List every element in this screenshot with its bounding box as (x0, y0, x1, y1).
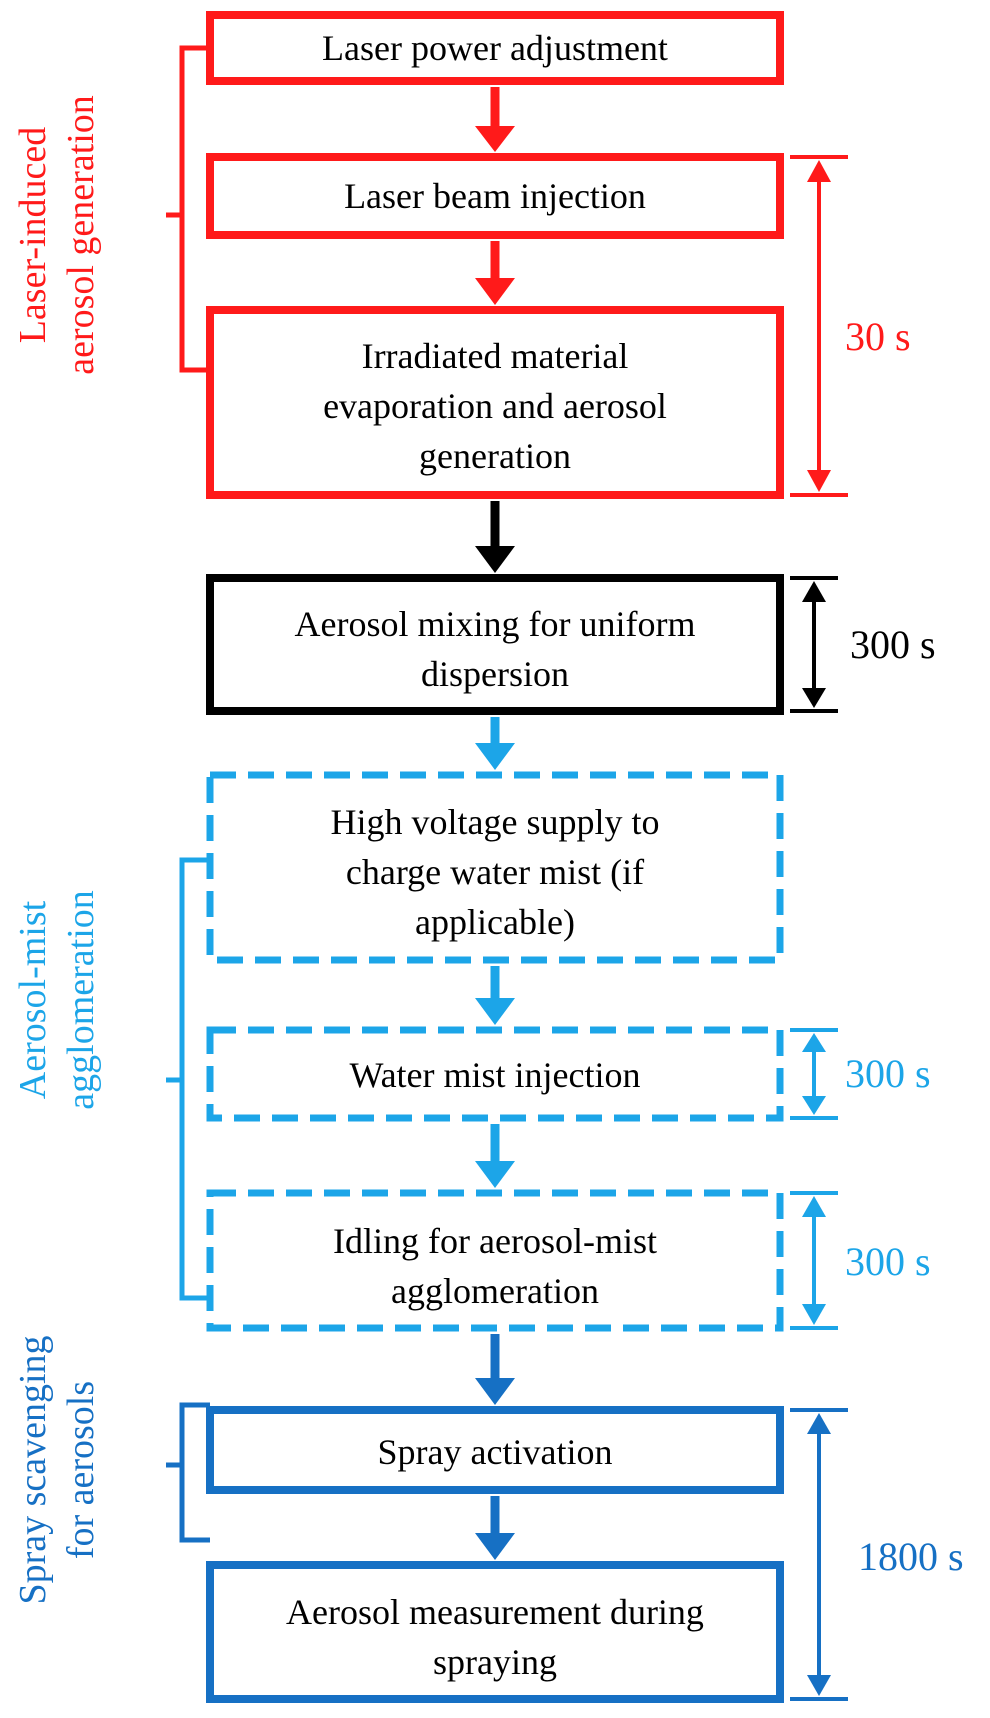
box-text-measurement-line2: spraying (433, 1642, 557, 1682)
box-text-mixing-line1: Aerosol mixing for uniform (295, 604, 696, 644)
group-bracket-agglomeration (166, 857, 210, 1301)
duration-marker-30s (790, 155, 848, 497)
flow-arrow (475, 1124, 515, 1188)
box-text-evaporation-line3: generation (419, 436, 571, 476)
duration-label-300s-mixing: 300 s (850, 622, 936, 667)
group-label-spray-line2: for aerosols (60, 1381, 102, 1559)
box-text-evaporation-line2: evaporation and aerosol (323, 386, 667, 426)
flow-arrow (475, 966, 515, 1025)
process-box-measurement (206, 1561, 784, 1703)
duration-marker-300s-mixing (790, 576, 838, 713)
duration-label-1800s: 1800 s (858, 1534, 964, 1579)
process-box-spray-activation (206, 1406, 784, 1494)
box-text-evaporation-line1: Irradiated material (362, 336, 629, 376)
box-text-high-voltage-line1: High voltage supply to (331, 802, 660, 842)
box-text-laser-power: Laser power adjustment (322, 28, 668, 68)
duration-label-300s-idling: 300 s (845, 1239, 931, 1284)
group-label-laser-line2: aerosol generation (60, 95, 102, 375)
flow-arrow (475, 241, 515, 305)
group-label-agglomeration: Aerosol-mist agglomeration (12, 890, 102, 1109)
duration-label-300s-water-mist: 300 s (845, 1051, 931, 1096)
box-text-water-mist: Water mist injection (349, 1055, 640, 1095)
process-box-laser-power (206, 11, 784, 85)
duration-marker-300s-idling (790, 1191, 838, 1330)
process-box-water-mist (206, 1026, 784, 1122)
duration-marker-1800s (790, 1408, 848, 1701)
process-box-high-voltage (206, 771, 784, 964)
group-label-laser-line1: Laser-induced (12, 127, 54, 344)
box-text-laser-beam: Laser beam injection (344, 176, 646, 216)
flow-arrow (475, 1334, 515, 1405)
process-box-mixing (206, 574, 784, 715)
group-label-laser: Laser-induced aerosol generation (12, 95, 102, 375)
box-text-idling-line1: Idling for aerosol-mist (333, 1221, 657, 1261)
flow-arrow (475, 1496, 515, 1560)
box-text-mixing-line2: dispersion (421, 654, 569, 694)
box-text-high-voltage-line3: applicable) (415, 902, 575, 942)
process-box-idling (206, 1189, 784, 1332)
group-label-agglomeration-line1: Aerosol-mist (12, 900, 54, 1099)
group-label-spray: Spray scavenging for aerosols (12, 1335, 102, 1604)
box-text-idling-line2: agglomeration (391, 1271, 599, 1311)
box-text-measurement-line1: Aerosol measurement during (286, 1592, 704, 1632)
box-text-high-voltage-line2: charge water mist (if (346, 852, 644, 892)
group-label-spray-line1: Spray scavenging (12, 1335, 54, 1604)
process-box-laser-beam (206, 153, 784, 239)
group-label-agglomeration-line2: agglomeration (60, 890, 102, 1109)
flow-arrow (475, 87, 515, 152)
duration-label-30s: 30 s (845, 314, 911, 359)
flow-arrow (475, 501, 515, 573)
group-bracket-spray (166, 1402, 210, 1543)
duration-marker-300s-water-mist (790, 1028, 838, 1120)
process-box-evaporation (206, 306, 784, 499)
box-text-spray-activation: Spray activation (378, 1432, 613, 1472)
group-bracket-laser (166, 45, 210, 373)
flow-arrow (475, 717, 515, 770)
